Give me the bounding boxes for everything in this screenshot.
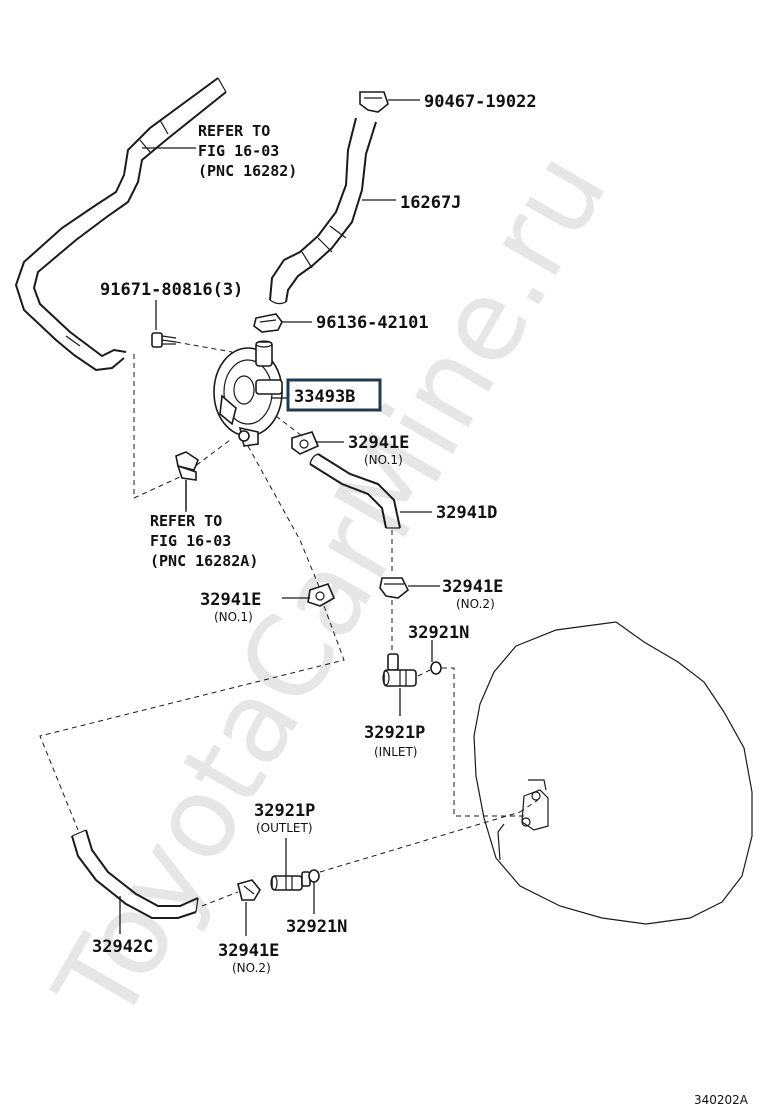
vacuum-pump-33493b <box>213 340 283 447</box>
sub-32941e-no2-b: (NO.2) <box>232 961 271 975</box>
sub-32941e-no2-a: (NO.2) <box>456 597 495 611</box>
label-32921p-inlet: 32921P <box>364 723 425 743</box>
grommet-96136 <box>253 313 283 333</box>
sub-32921p-inlet: (INLET) <box>374 745 417 759</box>
bolt-91671 <box>151 332 177 348</box>
labels: 90467-19022 REFER TO FIG 16-03 (PNC 1628… <box>92 92 749 1107</box>
label-32941e-no1-a: 32941E <box>348 433 409 453</box>
label-91671-80816: 91671-80816(3) <box>100 280 243 300</box>
clip-32941e-no1-a <box>291 431 320 455</box>
refer-top-line2: FIG 16-03 <box>198 142 279 160</box>
hose-16282 <box>14 77 227 372</box>
label-32921p-outlet: 32921P <box>254 801 315 821</box>
hose-16267j <box>269 117 377 305</box>
highlight-box-33493b <box>286 378 382 412</box>
oring-32921n-a <box>430 661 442 675</box>
label-32941e-no2-b: 32941E <box>218 941 279 961</box>
label-32941e-no2-a: 32941E <box>442 577 503 597</box>
refer-top-line1: REFER TO <box>198 122 270 140</box>
clip-32941e-no2-c <box>237 879 261 901</box>
clip-32941e-no2-a <box>379 577 410 599</box>
hose-32942c <box>71 829 199 919</box>
transmission-housing <box>473 621 753 925</box>
refer-mid-line2: FIG 16-03 <box>150 532 231 550</box>
label-90467-19022: 90467-19022 <box>424 92 537 112</box>
clip-32941e-no1-b <box>307 583 336 607</box>
clip-90467 <box>359 91 389 113</box>
label-16267j: 16267J <box>400 193 461 213</box>
figure-code: 340202A <box>694 1093 749 1107</box>
label-96136-42101: 96136-42101 <box>316 313 429 333</box>
sub-32921p-outlet: (OUTLET) <box>256 821 313 835</box>
sub-32941e-no1-a: (NO.1) <box>364 453 403 467</box>
hose-32941d <box>309 453 401 529</box>
fitting-32921p-inlet <box>382 653 417 687</box>
label-32921n-a: 32921N <box>408 623 469 643</box>
label-32941d: 32941D <box>436 503 497 523</box>
sub-32941e-no1-b: (NO.1) <box>214 610 253 624</box>
fitting-32921p-outlet <box>270 871 311 891</box>
clip-32941e-no2-b <box>175 451 199 481</box>
label-32941e-no1-b: 32941E <box>200 590 261 610</box>
label-32921n-b: 32921N <box>286 917 347 937</box>
refer-top-line3: (PNC 16282) <box>198 162 297 180</box>
refer-mid-line1: REFER TO <box>150 512 222 530</box>
oring-32921n-b <box>308 869 320 883</box>
refer-mid-line3: (PNC 16282A) <box>150 552 258 570</box>
label-33493b: 33493B <box>294 387 355 407</box>
label-32942c: 32942C <box>92 937 153 957</box>
